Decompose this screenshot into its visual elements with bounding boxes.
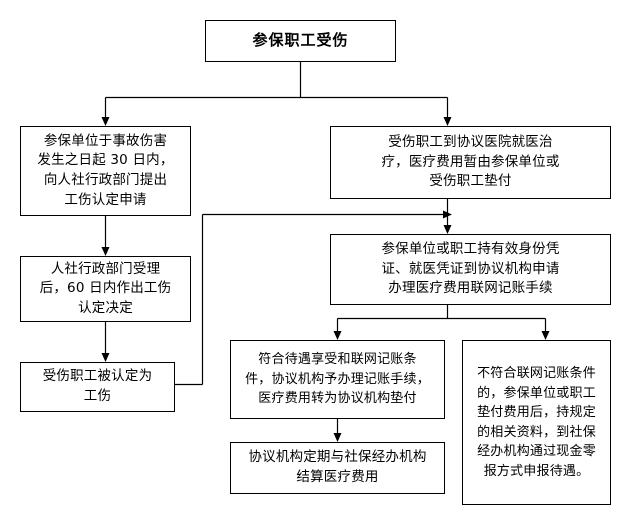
arrowhead-right-step2 <box>443 225 452 234</box>
node-left-step1-label: 参保单位于事故伤害 发生之日起 30 日内， 向人社行政部门提出 工伤认定申请 <box>37 132 174 208</box>
node-right-step2-online-billing-application[interactable]: 参保单位或职工持有效身份凭 证、就医凭证到协议机构申请 办理医疗费用联网记账手续 <box>330 234 611 305</box>
node-start-label: 参保职工受伤 <box>252 31 349 50</box>
arrowhead-left-step3-merge <box>443 210 452 219</box>
node-right-step1-label: 受伤职工到协议医院就医治 疗，医疗费用暂由参保单位或 受伤职工垫付 <box>381 134 560 190</box>
node-left-step2-decision-60-days[interactable]: 人社行政部门受理 后，60 日内作出工伤 认定决定 <box>20 256 191 322</box>
arrowhead-left-step1 <box>101 117 110 126</box>
node-right-step1-hospital-treatment[interactable]: 受伤职工到协议医院就医治 疗，医疗费用暂由参保单位或 受伤职工垫付 <box>330 126 611 199</box>
arrowhead-left-step3 <box>101 353 110 362</box>
arrowhead-settlement <box>333 433 342 442</box>
node-left-step3-recognized-as-work-injury[interactable]: 受伤职工被认定为 工伤 <box>20 362 175 412</box>
arrowhead-qualified <box>333 331 342 340</box>
node-outcome-qualified-online-billing[interactable]: 符合待遇享受和联网记账条 件，协议机构予办理记账手续， 医疗费用转为协议机构垫付 <box>230 340 445 419</box>
node-outcome-not-qualified-cash-claim[interactable]: 不符合联网记账条件 的，参保单位或职工 垫付费用后，持规定 的相关资料，到社保 … <box>462 340 611 505</box>
node-settlement-periodic[interactable]: 协议机构定期与社保经办机构 结算医疗费用 <box>230 442 445 494</box>
arrowhead-not-qualified <box>541 331 550 340</box>
node-settlement-label: 协议机构定期与社保经办机构 结算医疗费用 <box>248 449 427 485</box>
node-outcome-not-qualified-label: 不符合联网记账条件 的，参保单位或职工 垫付费用后，持规定 的相关资料，到社保 … <box>477 366 596 479</box>
arrowhead-left-step2 <box>101 247 110 256</box>
arrowhead-right-step1 <box>443 117 452 126</box>
node-left-step2-label: 人社行政部门受理 后，60 日内作出工伤 认定决定 <box>39 260 172 316</box>
node-start-injured-employee[interactable]: 参保职工受伤 <box>205 20 396 62</box>
node-right-step2-label: 参保单位或职工持有效身份凭 证、就医凭证到协议机构申请 办理医疗费用联网记账手续 <box>381 241 560 297</box>
node-left-step1-apply-recognition[interactable]: 参保单位于事故伤害 发生之日起 30 日内， 向人社行政部门提出 工伤认定申请 <box>20 126 191 216</box>
node-left-step3-label: 受伤职工被认定为 工伤 <box>42 368 153 404</box>
node-outcome-qualified-label: 符合待遇享受和联网记账条 件，协议机构予办理记账手续， 医疗费用转为协议机构垫付 <box>245 352 430 407</box>
